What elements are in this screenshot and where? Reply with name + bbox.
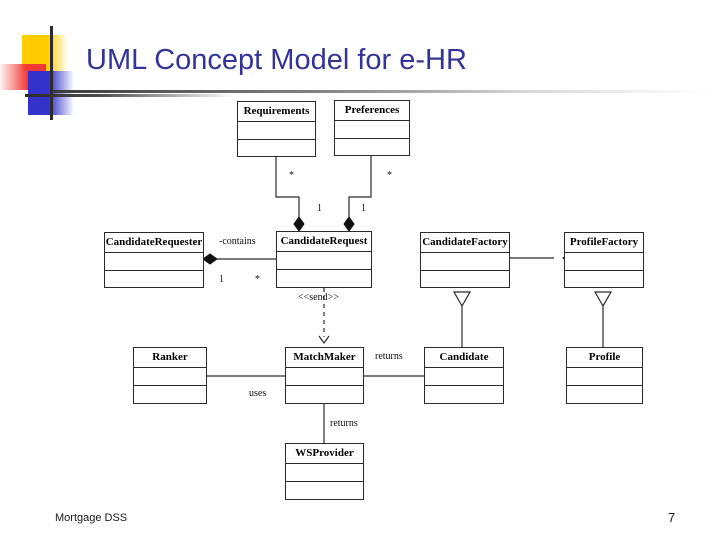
- uml-class-operations: [335, 139, 409, 157]
- uml-class-attributes: [567, 368, 642, 386]
- uml-class-name: ProfileFactory: [565, 233, 643, 253]
- mult-requirements-star: *: [289, 170, 294, 181]
- uml-class-name: CandidateRequester: [105, 233, 203, 253]
- mult-requirements-one: 1: [317, 203, 322, 214]
- uml-class-attributes: [277, 252, 371, 270]
- label-uses: uses: [249, 388, 267, 399]
- mult-preferences-one: 1: [361, 203, 366, 214]
- uml-class-profile-factory[interactable]: ProfileFactory: [564, 232, 644, 288]
- uml-class-name: Ranker: [134, 348, 206, 368]
- uml-class-ws-provider[interactable]: WSProvider: [285, 443, 364, 500]
- uml-class-attributes: [134, 368, 206, 386]
- uml-class-operations: [238, 140, 315, 158]
- logo-vertical-bar: [50, 26, 53, 120]
- uml-class-ranker[interactable]: Ranker: [133, 347, 207, 404]
- uml-class-attributes: [286, 368, 363, 386]
- title-divider: [52, 90, 712, 93]
- uml-class-name: WSProvider: [286, 444, 363, 464]
- uml-class-operations: [105, 271, 203, 289]
- uml-class-requirements[interactable]: Requirements: [237, 101, 316, 157]
- mult-request-star: *: [255, 274, 260, 285]
- uml-class-name: Profile: [567, 348, 642, 368]
- uml-class-name: CandidateRequest: [277, 232, 371, 252]
- page-title: UML Concept Model for e-HR: [86, 44, 467, 76]
- slide-number: 7: [668, 510, 676, 525]
- uml-class-name: CandidateFactory: [421, 233, 509, 253]
- uml-class-name: MatchMaker: [286, 348, 363, 368]
- uml-class-operations: [565, 271, 643, 289]
- label-returns-wsprovider: returns: [330, 418, 358, 429]
- uml-class-operations: [277, 270, 371, 288]
- uml-class-preferences[interactable]: Preferences: [334, 100, 410, 156]
- uml-class-match-maker[interactable]: MatchMaker: [285, 347, 364, 404]
- label-send: <<send>>: [298, 292, 339, 303]
- logo-horizontal-bar: [25, 94, 235, 97]
- mult-preferences-star: *: [387, 170, 392, 181]
- uml-class-attributes: [238, 122, 315, 140]
- uml-class-operations: [286, 482, 363, 500]
- mult-requester-one: 1: [219, 274, 224, 285]
- uml-class-attributes: [105, 253, 203, 271]
- uml-class-candidate-requester[interactable]: CandidateRequester: [104, 232, 204, 288]
- uml-class-profile[interactable]: Profile: [566, 347, 643, 404]
- uml-class-attributes: [425, 368, 503, 386]
- uml-class-name: Preferences: [335, 101, 409, 121]
- uml-class-operations: [421, 271, 509, 289]
- uml-class-attributes: [286, 464, 363, 482]
- uml-class-candidate[interactable]: Candidate: [424, 347, 504, 404]
- uml-class-candidate-factory[interactable]: CandidateFactory: [420, 232, 510, 288]
- uml-class-name: Candidate: [425, 348, 503, 368]
- uml-class-name: Requirements: [238, 102, 315, 122]
- uml-class-candidate-request[interactable]: CandidateRequest: [276, 231, 372, 288]
- label-contains: -contains: [219, 236, 256, 247]
- label-returns-candidate: returns: [375, 351, 403, 362]
- uml-class-operations: [567, 386, 642, 404]
- footer-text: Mortgage DSS: [55, 512, 128, 524]
- uml-class-operations: [134, 386, 206, 404]
- uml-class-attributes: [335, 121, 409, 139]
- uml-class-attributes: [421, 253, 509, 271]
- uml-class-operations: [425, 386, 503, 404]
- uml-class-attributes: [565, 253, 643, 271]
- decorative-logo: [0, 26, 235, 124]
- uml-class-operations: [286, 386, 363, 404]
